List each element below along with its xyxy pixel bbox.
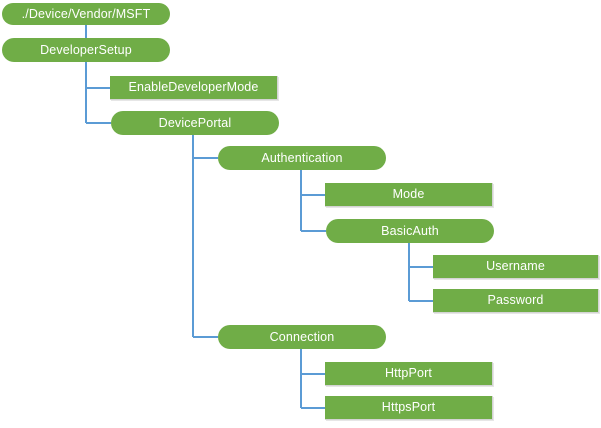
node-password-label: Password (487, 293, 544, 308)
node-developersetup[interactable]: DeveloperSetup (2, 38, 170, 62)
node-httpsport[interactable]: HttpsPort (325, 396, 493, 420)
node-httpsport-label: HttpsPort (381, 400, 436, 415)
node-mode-label: Mode (392, 187, 425, 202)
node-authentication-label: Authentication (261, 150, 343, 165)
node-deviceportal[interactable]: DevicePortal (111, 111, 279, 135)
node-connection[interactable]: Connection (218, 325, 386, 349)
node-enabledevelopermode-label: EnableDeveloperMode (128, 80, 259, 95)
node-root[interactable]: ./Device/Vendor/MSFT (2, 3, 170, 25)
node-enabledevelopermode[interactable]: EnableDeveloperMode (110, 76, 278, 100)
node-username[interactable]: Username (433, 255, 599, 279)
node-username-label: Username (486, 259, 545, 274)
node-password[interactable]: Password (433, 289, 599, 313)
node-httpport[interactable]: HttpPort (325, 362, 493, 386)
node-root-label: ./Device/Vendor/MSFT (21, 6, 151, 21)
node-basicauth[interactable]: BasicAuth (326, 219, 494, 243)
node-deviceportal-label: DevicePortal (158, 115, 232, 130)
node-httpport-label: HttpPort (384, 366, 433, 381)
node-authentication[interactable]: Authentication (218, 146, 386, 170)
node-connection-label: Connection (269, 329, 335, 344)
node-mode[interactable]: Mode (325, 183, 493, 207)
node-developersetup-label: DeveloperSetup (40, 42, 132, 57)
node-basicauth-label: BasicAuth (381, 223, 439, 238)
